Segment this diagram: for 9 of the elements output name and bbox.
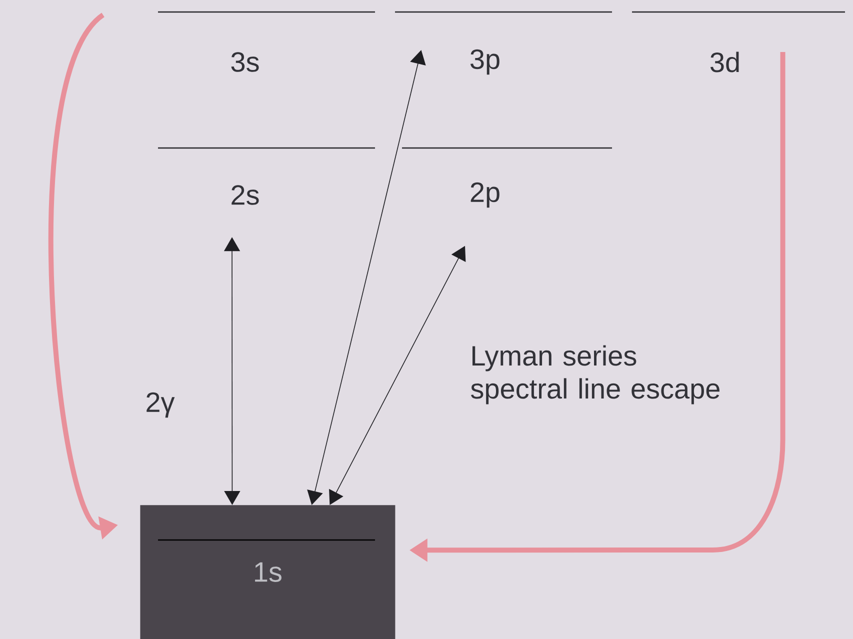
energy-level: 2p [402, 147, 612, 208]
ground-state-box: 1s [140, 505, 396, 639]
energy-level: 3d [632, 11, 845, 72]
energy-level: 2s [158, 147, 375, 205]
edge-label: 2γ [143, 390, 177, 420]
energy-level: 3s [158, 11, 375, 72]
arrow [307, 50, 426, 505]
note-text: Lyman series spectral line escape [471, 345, 720, 404]
energy-level: 3p [395, 11, 612, 75]
